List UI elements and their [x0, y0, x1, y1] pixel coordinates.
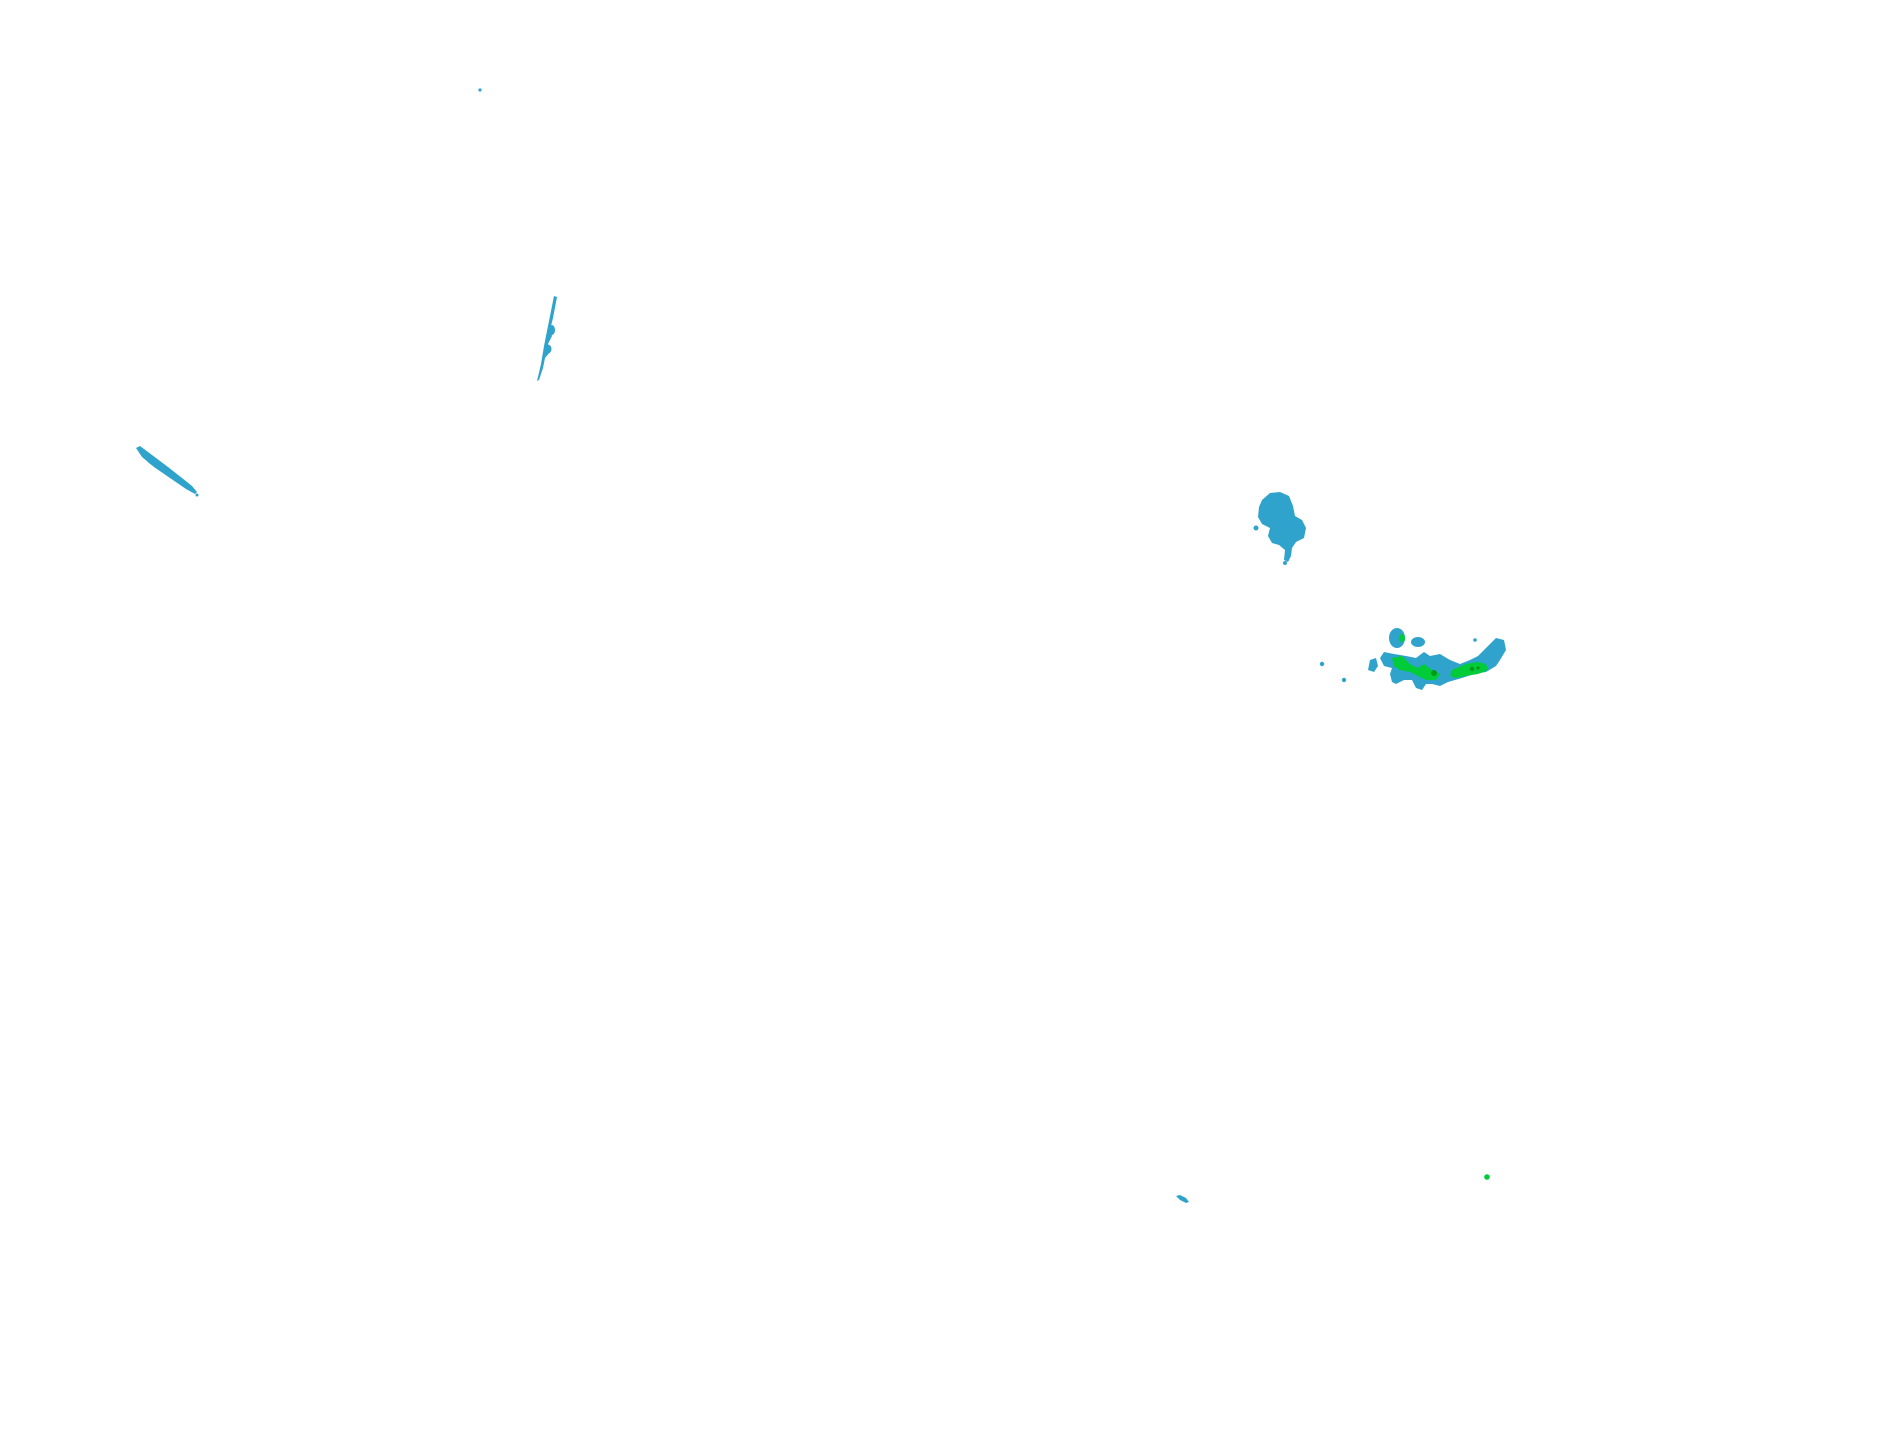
radar-echo-speck — [478, 88, 482, 92]
radar-echo-streak-north — [537, 296, 557, 381]
radar-echo-speck-south — [1176, 1195, 1189, 1203]
radar-echo-streak-west — [136, 446, 199, 497]
radar-echo-dot-southeast — [1484, 1174, 1490, 1180]
radar-echo-cell-central — [1253, 492, 1306, 565]
radar-echo-band-east — [1319, 628, 1506, 690]
